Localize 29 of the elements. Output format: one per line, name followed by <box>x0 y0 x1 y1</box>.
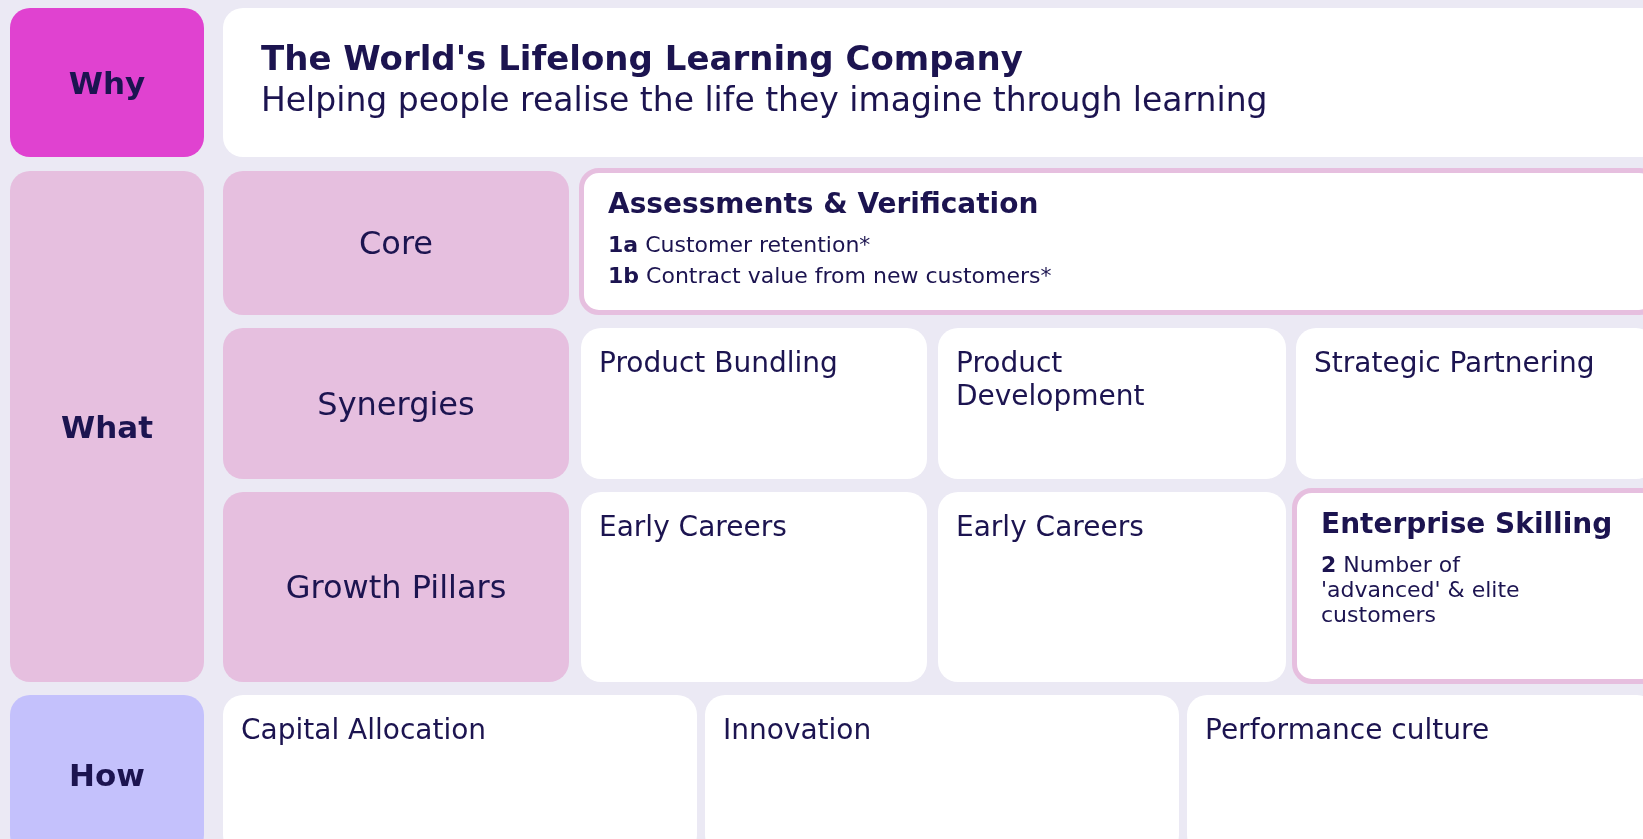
section-label: How <box>69 757 145 793</box>
mission-statement: Helping people realise the life they imagine through learning <box>260 79 1269 119</box>
kpi-item: 1a Customer retention* <box>607 231 872 257</box>
item-title: Performance culture <box>1204 712 1491 746</box>
category-box <box>223 171 569 315</box>
category-label: Synergies <box>317 384 475 423</box>
section-label: What <box>61 408 153 445</box>
kpi-card <box>1292 488 1643 684</box>
item-title: Early Careers <box>955 509 1145 543</box>
section-label: Why <box>68 64 146 101</box>
item-title: Innovation <box>722 712 873 746</box>
category-label: Core <box>358 224 434 262</box>
category-box <box>223 492 569 682</box>
item-title: Product Development <box>955 345 1146 412</box>
item-title: Product Bundling <box>598 345 839 379</box>
kpi-card <box>579 168 1643 315</box>
item-title: Capital Allocation <box>240 712 488 746</box>
category-box <box>223 328 569 479</box>
section-label-box <box>10 695 204 839</box>
pillar-title: Assessments & Verification <box>607 186 1040 222</box>
section-label-box <box>10 8 204 157</box>
category-label: Growth Pillars <box>285 568 507 606</box>
pillar-title: Enterprise Skilling <box>1320 506 1614 542</box>
item-title: Early Careers <box>598 509 788 543</box>
kpi-item: 2 Number of 'advanced' & elite customers <box>1320 551 1521 627</box>
mission-title: The World's Lifelong Learning Company <box>260 37 1024 78</box>
item-title: Strategic Partnering <box>1313 345 1596 379</box>
kpi-item: 1b Contract value from new customers* <box>607 262 1053 288</box>
section-label-box <box>10 171 204 682</box>
